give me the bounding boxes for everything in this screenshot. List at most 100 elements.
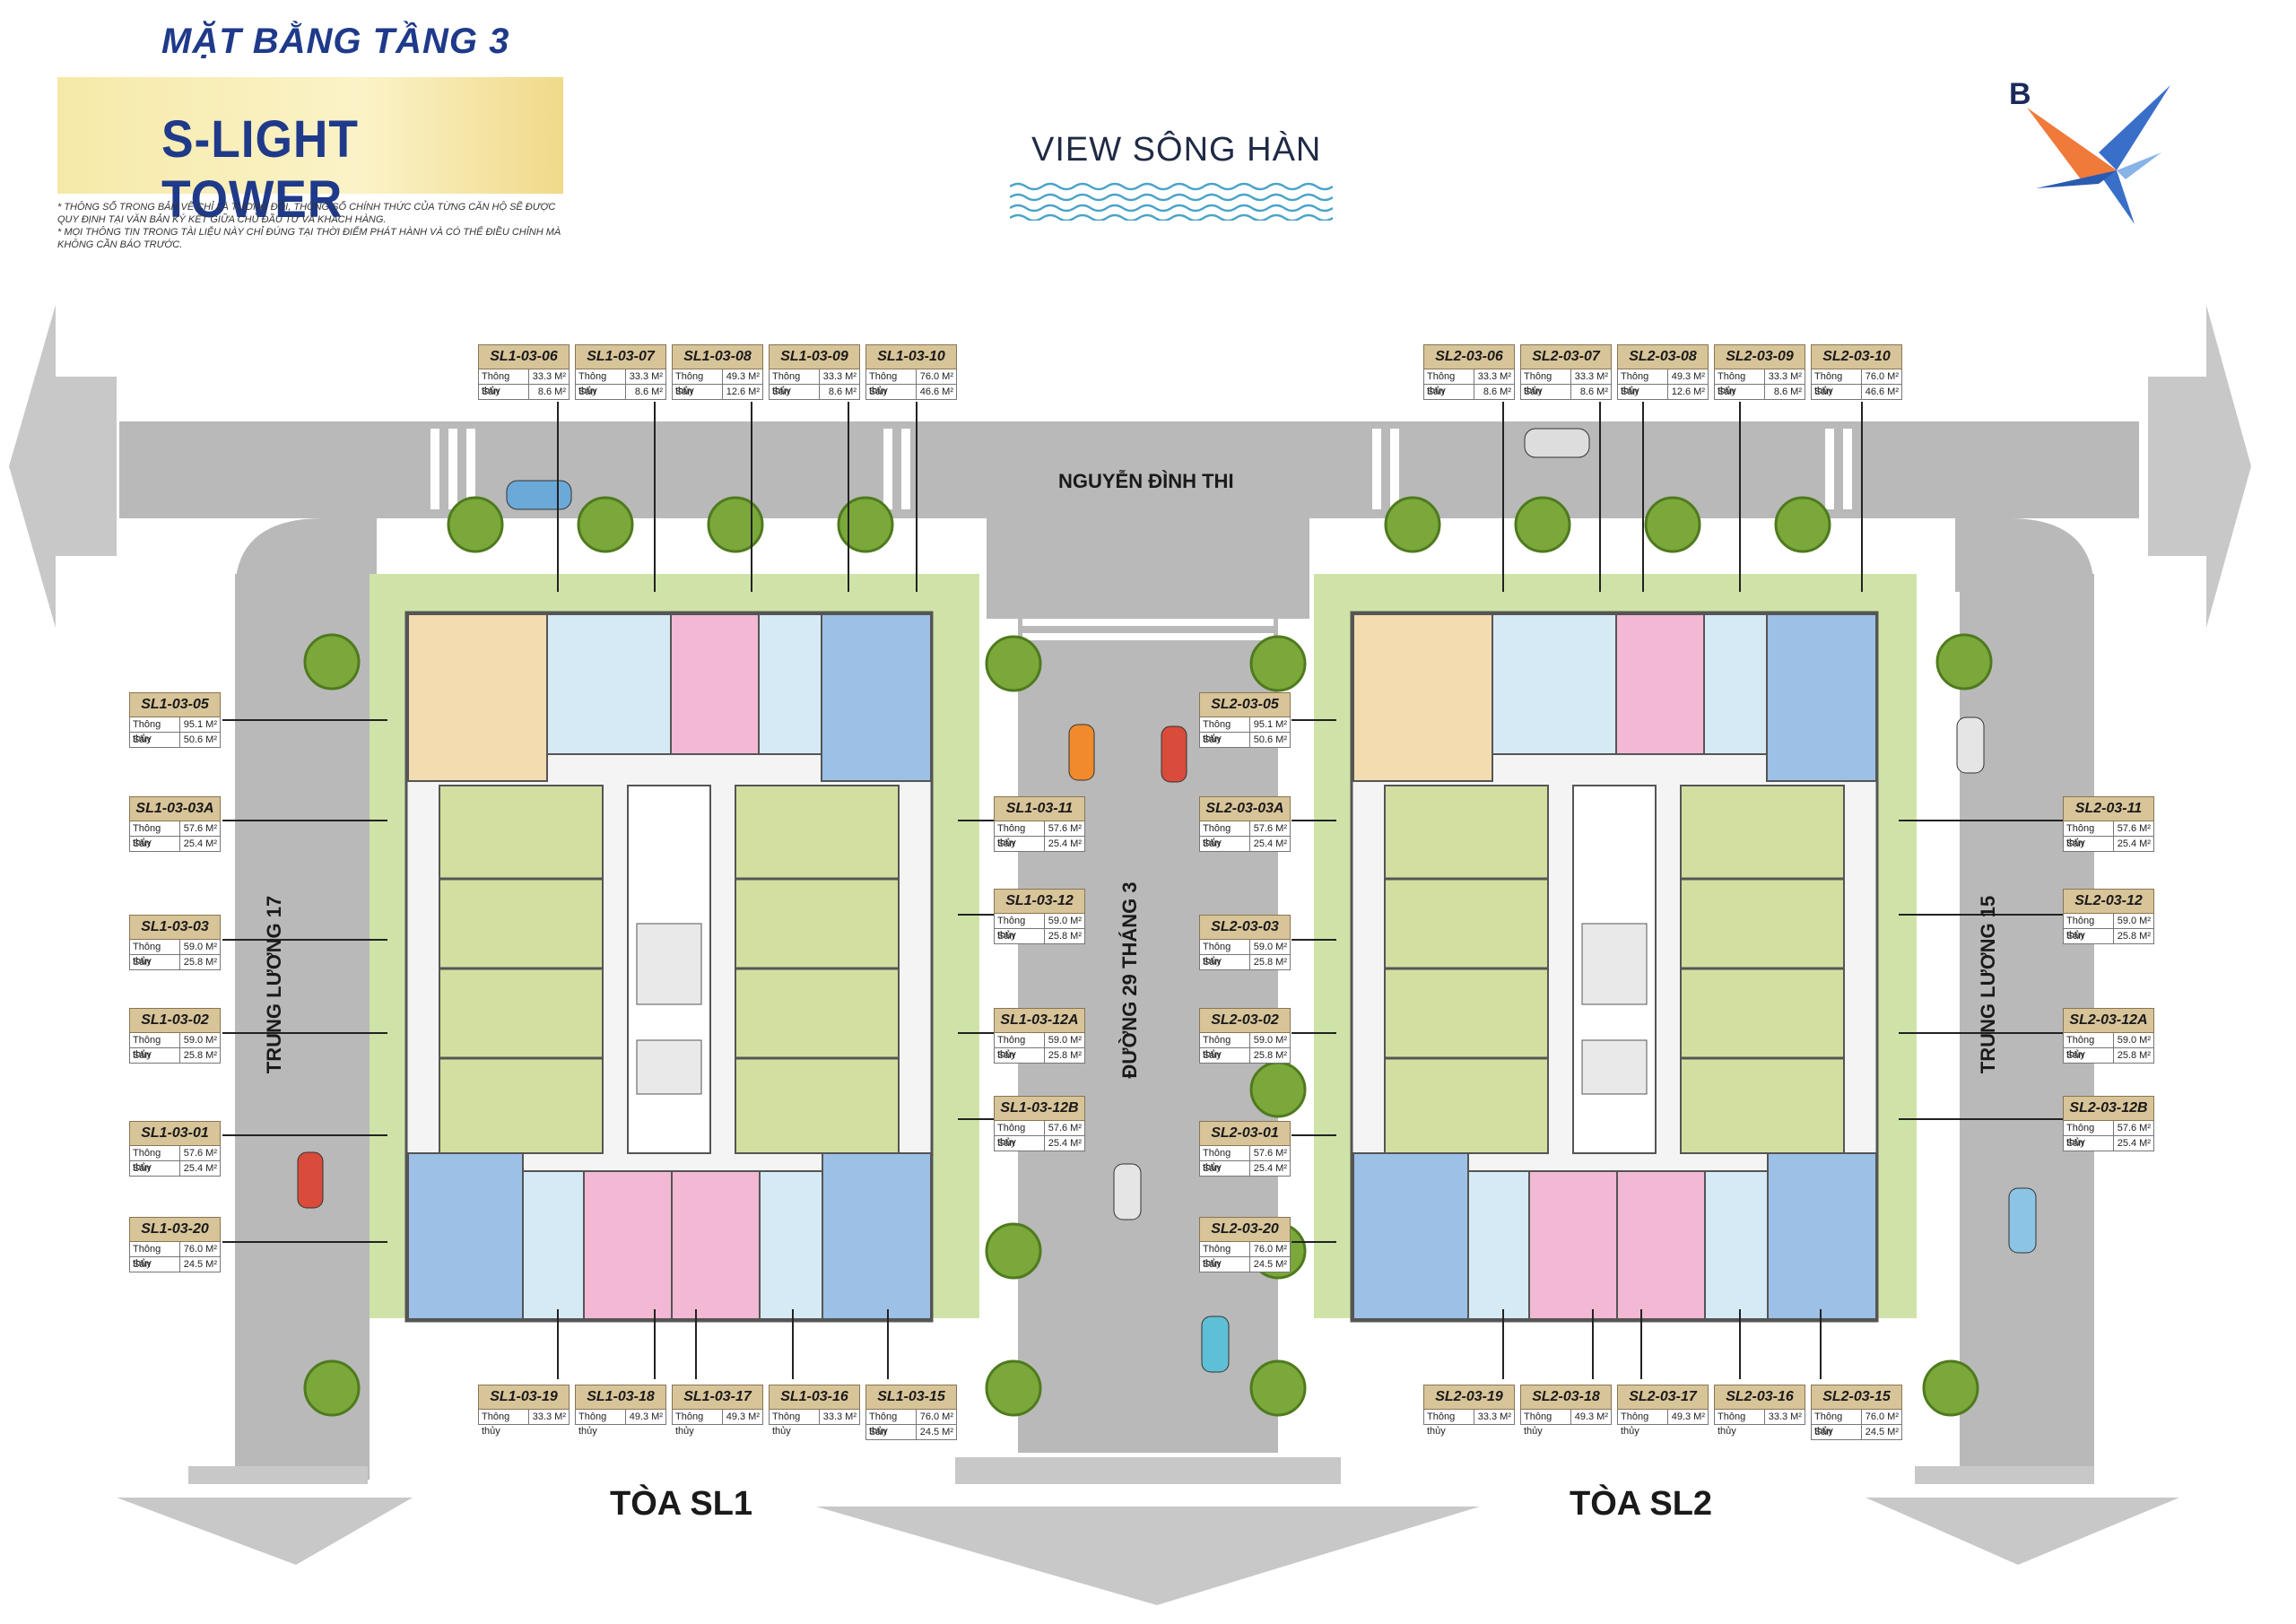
- terrace-area-row-label: Sân: [1200, 733, 1250, 747]
- disclaimer-note-1: * THÔNG SỐ TRONG BẢN VẼ CHỈ LÀ TƯƠNG ĐỐI…: [57, 202, 556, 225]
- net-area-row-label: Thông thủy: [130, 821, 180, 848]
- terrace-area-row-label: Sân: [2064, 929, 2114, 943]
- net-area-row-label: Thông thủy: [130, 1033, 180, 1060]
- terrace-area-row-value: 25.8 M²: [1253, 1050, 1287, 1061]
- net-area-row-label: Thông thủy: [1200, 717, 1250, 744]
- terrace-area-row-value: 25.4 M²: [1253, 1163, 1287, 1174]
- net-area-row-value: 76.0 M²: [919, 1411, 953, 1422]
- terrace-area-row-value: 46.6 M²: [919, 386, 953, 397]
- net-area-row-label: Thông thủy: [1200, 821, 1250, 848]
- net-area-row-label: Thông thủy: [1618, 1410, 1668, 1437]
- unit-code: SL1-03-12B: [994, 1096, 1085, 1121]
- unit-code: SL1-03-12: [994, 889, 1085, 914]
- terrace-area-row-label: Sân: [1812, 385, 1862, 399]
- terrace-area-row-value: 12.6 M²: [726, 386, 760, 397]
- unit-code: SL1-03-07: [575, 344, 666, 369]
- terrace-area-row-value: 25.8 M²: [2117, 1050, 2151, 1061]
- cars: [297, 428, 2037, 1373]
- terrace-area-row-value: 25.8 M²: [183, 1050, 217, 1061]
- brand-star-logo: B: [2009, 77, 2170, 224]
- terrace-area-row-label: Sân: [866, 1425, 917, 1439]
- net-area-row-value: 49.3 M²: [726, 1411, 760, 1422]
- terrace-area-row-value: 25.4 M²: [2117, 1138, 2151, 1149]
- net-area-row-value: 33.3 M²: [1477, 1411, 1511, 1422]
- terrace-area-row-value: 25.4 M²: [183, 838, 217, 849]
- crosswalks: [430, 429, 1852, 640]
- terrace-area-row-value: 25.4 M²: [1253, 838, 1287, 849]
- net-area-row-value: 33.3 M²: [629, 371, 663, 382]
- net-area-row-label: Thông thủy: [2064, 1033, 2114, 1060]
- net-area-row-value: 57.6 M²: [2117, 823, 2151, 834]
- net-area-row-value: 76.0 M²: [919, 371, 953, 382]
- net-area-row-label: Thông thủy: [130, 717, 180, 744]
- tower-sl1-floorplan: [404, 611, 934, 1323]
- terrace-area-row-value: 8.6 M²: [828, 386, 857, 397]
- project-name: S-LIGHT TOWER: [161, 110, 359, 229]
- unit-code: SL1-03-16: [769, 1385, 860, 1410]
- terrace-area-row-value: 8.6 M²: [634, 386, 663, 397]
- street-label-middle: ĐƯỜNG 29 THÁNG 3: [1118, 881, 1141, 1079]
- street-label-right: TRUNG LƯƠNG 15: [1977, 895, 1999, 1074]
- terrace-area-row-label: Sân: [130, 1257, 180, 1272]
- net-area-row-label: Thông thủy: [1200, 940, 1250, 967]
